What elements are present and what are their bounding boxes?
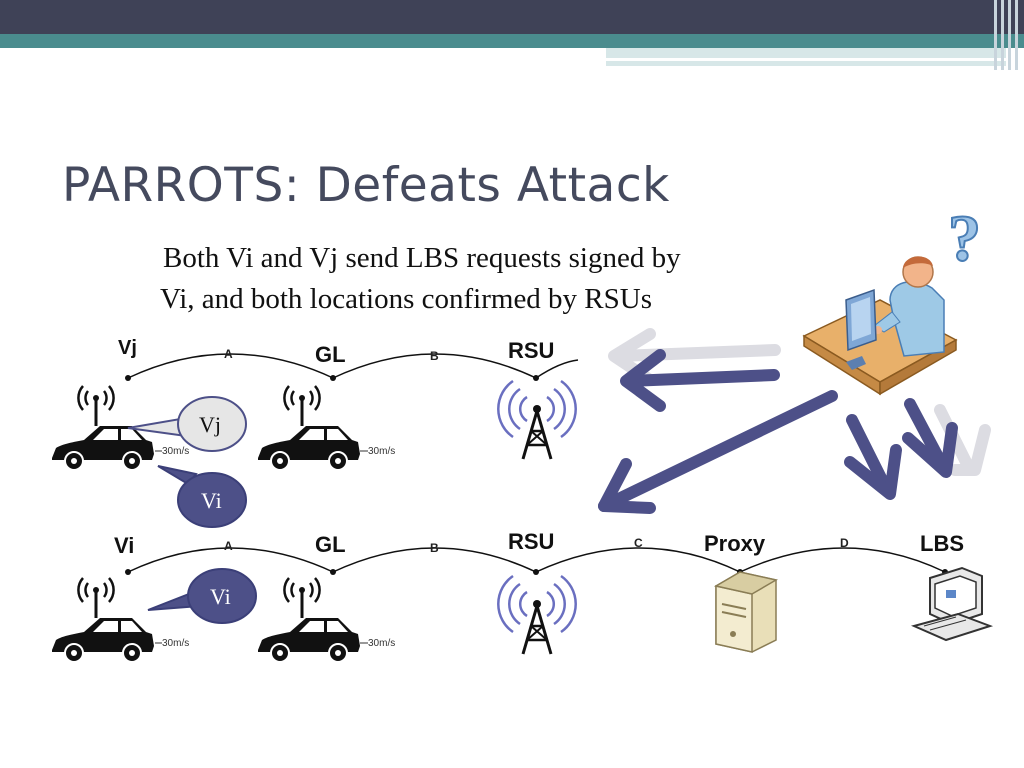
bottom-rsu-label: RSU [508, 529, 554, 554]
bottom-bubble-vi: Vi [147, 568, 257, 624]
top-bubble-vi-text: Vi [201, 488, 222, 513]
bottom-vehicle-label: Vi [114, 533, 134, 558]
header-stripes [994, 0, 1020, 70]
subtitle-line-2: Vi, and both locations confirmed by RSUs [160, 283, 653, 315]
bottom-lbs-label: LBS [920, 531, 964, 556]
header-dark-bar [0, 0, 1024, 34]
bottom-link-c-label: C [634, 536, 643, 550]
top-rsu-label: RSU [508, 338, 554, 363]
top-bubble-vj-text: Vj [199, 412, 221, 437]
top-link-curve [125, 353, 579, 381]
top-gl-label: GL [315, 342, 346, 367]
bottom-bubble-vi-text: Vi [210, 584, 231, 609]
top-speed-1: 30m/s [162, 446, 189, 457]
bottom-car-vi-icon [50, 576, 156, 664]
arrow-down-2 [902, 398, 958, 478]
bottom-rsu-tower-icon [496, 574, 578, 656]
top-speed-2: 30m/s [368, 446, 395, 457]
lbs-computer-icon [911, 566, 994, 642]
top-car-gl-icon [256, 384, 362, 472]
arrow-to-top-rsu [620, 349, 780, 412]
bottom-car-gl-icon [256, 576, 362, 664]
bottom-speed-1: 30m/s [162, 638, 189, 649]
top-bubble-vi: Vi [157, 465, 247, 528]
top-link-a-label: A [224, 347, 233, 361]
bottom-proxy-label: Proxy [704, 531, 766, 556]
slide-title: PARROTS: Defeats Attack [62, 158, 670, 213]
header-light-bar [606, 48, 1006, 66]
subtitle-line-1: Both Vi and Vj send LBS requests signed … [163, 242, 681, 274]
proxy-server-icon [713, 571, 779, 653]
top-vehicle-label: Vj [118, 337, 137, 359]
top-bubble-vj: Vj [127, 396, 247, 452]
bottom-speed-2: 30m/s [368, 638, 395, 649]
bottom-link-a-label: A [224, 539, 233, 553]
bottom-link-b-label: B [430, 541, 439, 555]
top-link-b-label: B [430, 349, 439, 363]
bottom-link-d-label: D [840, 536, 849, 550]
slide-subtitle: Both Vi and Vj send LBS requests signed … [160, 238, 843, 320]
question-mark-icon: ? [948, 202, 981, 275]
attacker-person-icon [802, 256, 958, 396]
header-teal-bar [0, 34, 1024, 48]
arrow-to-bottom-rsu [598, 390, 838, 514]
header-light-line [606, 58, 1006, 61]
arrow-down-1 [844, 414, 902, 500]
bottom-gl-label: GL [315, 532, 346, 557]
top-rsu-tower-icon [496, 379, 578, 461]
